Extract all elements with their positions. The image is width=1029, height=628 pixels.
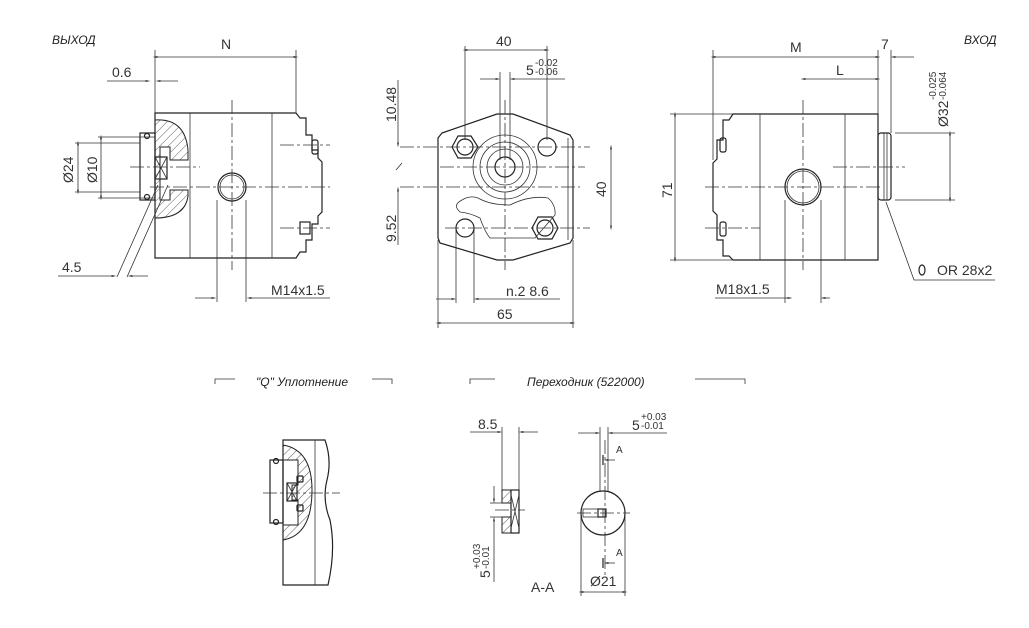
dim-key2-5: 5	[632, 417, 640, 433]
dim-10-48: 10.48	[383, 87, 399, 122]
dim-65: 65	[497, 306, 513, 322]
dim-4-5: 4.5	[62, 259, 82, 275]
dim-d32-upper: -0.025	[928, 71, 939, 100]
dim-M: M	[790, 39, 802, 55]
dim-key-lower: -0.01	[481, 546, 492, 569]
inlet-body	[712, 113, 879, 261]
dim-key2-lower: -0.01	[641, 421, 664, 432]
dim-thread-m14: M14x1.5	[271, 282, 325, 298]
dim-40-top: 40	[496, 33, 512, 49]
dim-shaft-upper: -0.02	[535, 58, 558, 69]
dim-d32-lower: -0.064	[938, 71, 949, 100]
dim-d10: Ø10	[84, 156, 100, 183]
dim-N: N	[221, 36, 231, 52]
dim-L: L	[836, 62, 844, 78]
dim-key-upper: +0.03	[472, 543, 483, 569]
q-seal-title: "Q" Уплотнение	[256, 375, 348, 389]
inlet-side-view: ВХОД M 7 L Ø32 -0.025 -0.064 71 M18x1.5	[659, 33, 997, 303]
dim-40-right: 40	[593, 181, 609, 197]
oring-symbol-icon	[918, 264, 926, 276]
outlet-label: ВЫХОД	[52, 33, 96, 47]
oring-label: OR 28x2	[937, 262, 992, 278]
dim-key-5: 5	[477, 570, 493, 578]
flange-outline	[437, 113, 574, 261]
dim-d24: Ø24	[60, 156, 76, 183]
outlet-side-view: ВЫХОД N 0.6 Ø24 Ø10 4.5	[52, 33, 330, 302]
dim-7: 7	[881, 36, 889, 52]
adapter-title: Переходник (522000)	[527, 375, 645, 389]
dim-thread-m18: M18x1.5	[716, 281, 770, 297]
dim-9-52: 9.52	[383, 215, 399, 242]
outlet-body	[154, 112, 323, 259]
section-mark-top: A	[616, 445, 623, 456]
section-label: A-A	[531, 579, 555, 595]
seal-section	[154, 119, 189, 219]
inlet-label: ВХОД	[964, 33, 997, 47]
adapter-detail: Переходник (522000) 8.5 5 +0.03 -0.01 A-…	[469, 375, 746, 596]
flange-front-view: 40 5 -0.02 -0.06 10.48 9.52 40 n.2 8.6 6…	[383, 33, 612, 328]
dim-d21: Ø21	[590, 573, 617, 589]
dim-71: 71	[659, 182, 675, 198]
dim-d32: Ø32	[935, 100, 951, 127]
section-mark-bottom: A	[616, 548, 623, 559]
q-seal-detail: "Q" Уплотнение	[214, 375, 393, 586]
dim-shaft-5: 5	[526, 62, 534, 78]
dim-shaft-lower: -0.06	[535, 67, 558, 78]
dim-8-5: 8.5	[478, 416, 498, 432]
dim-holes-8-6: n.2 8.6	[506, 283, 549, 299]
dim-0-6: 0.6	[112, 64, 132, 80]
dim-key2-upper: +0.03	[641, 412, 667, 423]
